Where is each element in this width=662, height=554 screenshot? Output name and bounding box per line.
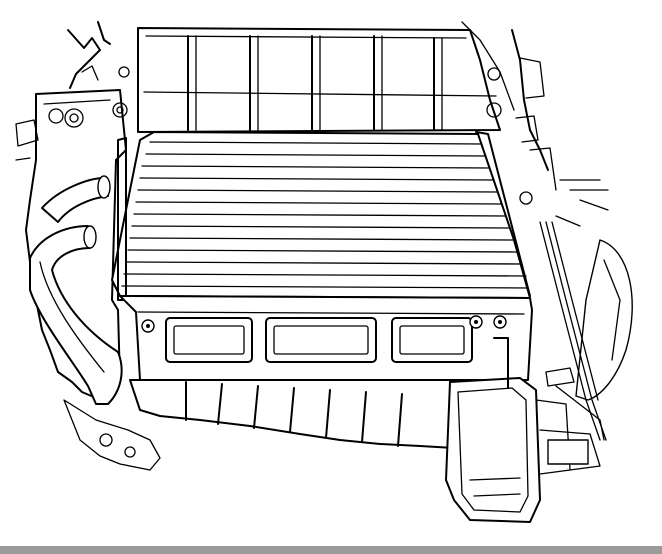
vent-opening-center bbox=[265, 317, 377, 363]
upper-left-bracket bbox=[67, 21, 111, 89]
connector-block bbox=[547, 439, 589, 465]
evaporator-core bbox=[111, 131, 531, 313]
vent-opening-right bbox=[391, 317, 473, 363]
blower-duct-housing bbox=[445, 337, 605, 523]
upper-grille-frame bbox=[118, 21, 515, 133]
heater-hose-upper bbox=[41, 175, 111, 223]
bottom-ribbed-housing bbox=[63, 379, 455, 471]
vent-opening-left bbox=[165, 317, 253, 363]
right-bracket-assembly bbox=[511, 29, 633, 441]
footer-rule bbox=[0, 546, 662, 554]
lower-housing-panel bbox=[119, 295, 533, 381]
heater-hose-lower bbox=[29, 225, 123, 405]
